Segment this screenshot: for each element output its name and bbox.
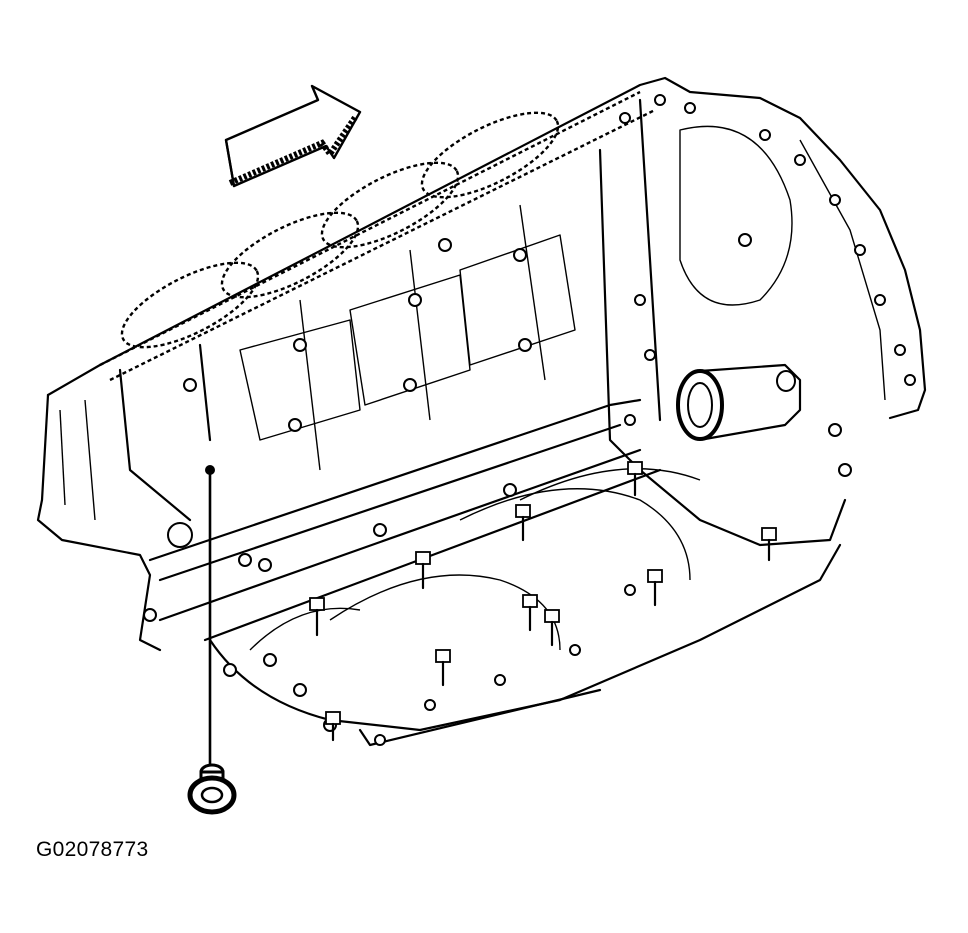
drain-plug-icon bbox=[187, 763, 237, 815]
figure-id-label: G02078773 bbox=[36, 838, 149, 861]
main-cap-bolts bbox=[309, 461, 777, 742]
direction-arrow-icon bbox=[224, 84, 362, 188]
block-holes bbox=[143, 94, 916, 746]
engine-block bbox=[36, 76, 927, 747]
plug-leader-line bbox=[205, 465, 215, 765]
cylinder-bores bbox=[120, 111, 560, 349]
crankshaft-rear-flange bbox=[676, 363, 802, 441]
